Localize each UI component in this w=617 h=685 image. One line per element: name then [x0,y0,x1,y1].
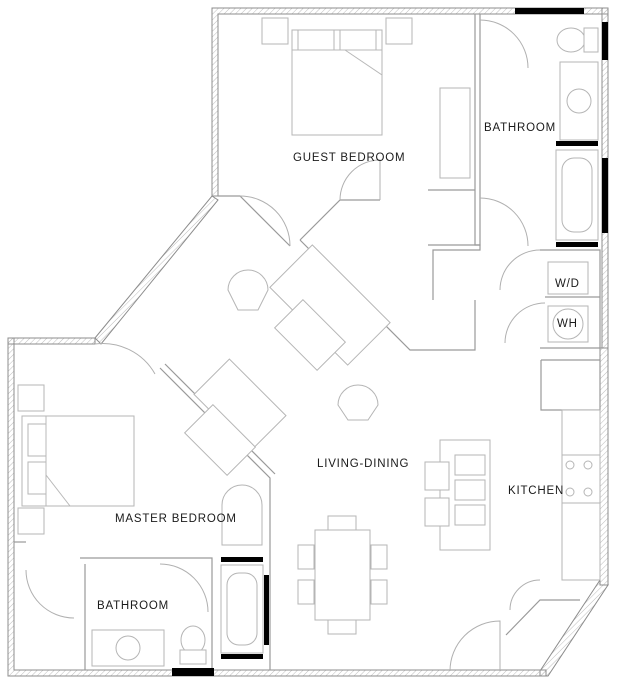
dining-table [297,515,388,635]
room-label-bathroom-upper: BATHROOM [484,122,556,134]
doors [25,19,546,672]
room-label-guest-bedroom: GUEST BEDROOM [293,152,406,164]
upper-bathroom-fixtures [555,27,599,241]
master-bed [17,384,263,546]
guest-bed [261,17,471,179]
lower-bathroom-fixtures [91,564,264,667]
kitchen-fixtures [424,409,601,581]
windows [172,8,608,676]
exterior-walls [7,7,609,677]
room-label-washer-dryer: W/D [555,278,580,290]
room-label-master-bedroom: MASTER BEDROOM [115,513,237,525]
room-label-living-dining: LIVING-DINING [317,458,410,470]
living-furniture [183,244,391,477]
room-label-kitchen: KITCHEN [508,485,565,497]
laundry-closet [547,261,589,343]
room-label-water-heater: WH [557,318,578,330]
room-label-bathroom-lower: BATHROOM [97,600,169,612]
